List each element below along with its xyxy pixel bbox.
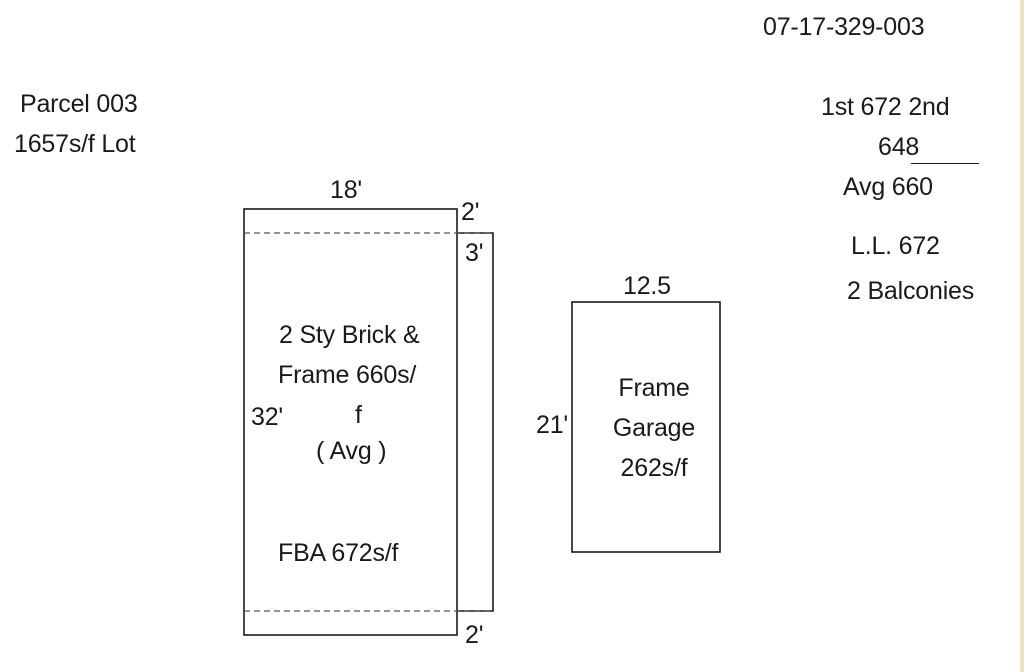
house-outline [243,208,458,636]
house-bottom-offset-dim: 2' [465,621,484,649]
parcel-label: Parcel 003 [20,90,138,118]
balcony-width-dim: 3' [465,239,484,267]
house-desc-line4: ( Avg ) [316,437,387,465]
house-depth-dim: 32' [251,403,283,431]
area-note-second-floor: 648 [878,133,920,161]
garage-width-dim: 12.5 [623,272,671,300]
house-desc-line1: 2 Sty Brick & [279,321,420,349]
garage-desc-line2: Garage [612,414,696,442]
house-fba: FBA 672s/f [278,539,399,567]
page-edge [1020,0,1024,672]
balcony-outline [457,232,494,612]
garage-depth-dim: 21' [536,411,568,439]
lot-area: 1657s/f Lot [14,130,136,158]
sum-underline [911,163,979,164]
house-desc-line3: f [355,401,362,429]
house-desc-line2: Frame 660s/ [278,361,417,389]
area-note-lower-level: L.L. 672 [851,232,940,260]
area-note-floors: 1st 672 2nd [821,93,950,121]
garage-desc-line3: 262s/f [620,454,688,482]
parcel-id: 07-17-329-003 [763,13,925,41]
house-width-dim: 18' [330,176,362,204]
house-top-offset-dim: 2' [461,198,480,226]
garage-desc-line1: Frame [618,374,690,402]
area-note-balconies: 2 Balconies [847,277,975,305]
garage-outline [571,301,721,553]
area-note-average: Avg 660 [843,173,933,201]
